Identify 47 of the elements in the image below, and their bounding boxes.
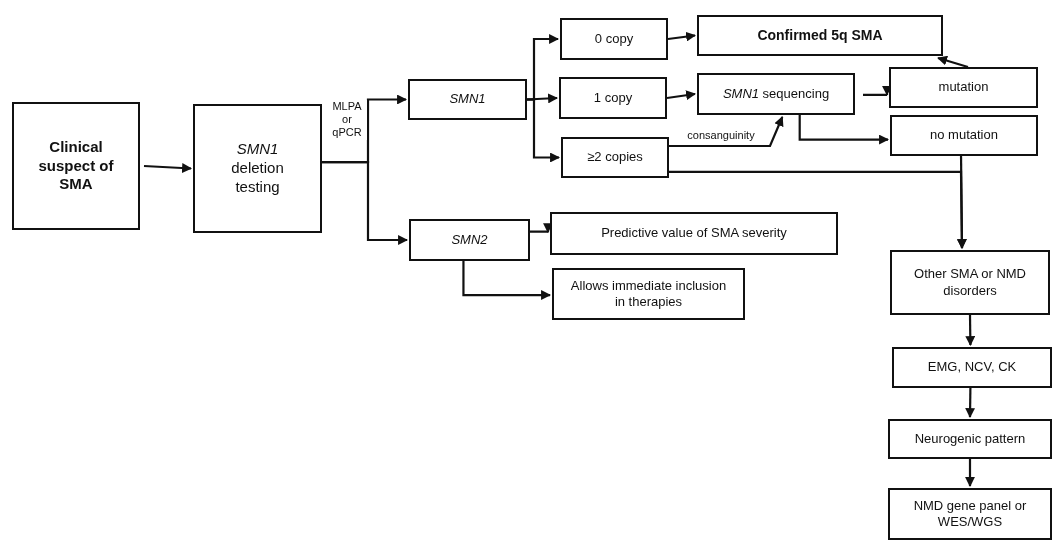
box-text: Confirmed 5q SMA xyxy=(757,26,883,45)
box-text: Clinical suspect of SMA xyxy=(37,137,115,195)
arrow xyxy=(667,31,696,42)
box-text: Other SMA or NMD disorders xyxy=(913,266,1027,299)
process-box xyxy=(550,212,838,255)
arrow xyxy=(937,55,969,69)
box-text: no mutation xyxy=(930,127,998,144)
process-box xyxy=(890,115,1038,156)
box-text: SMN1 sequencing xyxy=(722,85,830,103)
process-box xyxy=(552,268,745,320)
arrow xyxy=(462,261,551,300)
process-box xyxy=(408,79,527,120)
box-text: Predictive value of SMA severity xyxy=(601,225,787,242)
arrow xyxy=(669,116,784,148)
process-box xyxy=(12,102,140,230)
box-text: EMG, NCV, CK xyxy=(927,359,1017,376)
box-text: Allows immediate inclusion in therapies xyxy=(569,277,728,311)
process-box xyxy=(561,137,669,178)
box-text: 1 copy xyxy=(593,89,633,107)
box-text: SMN2 xyxy=(451,231,488,249)
arrow xyxy=(965,315,976,346)
arrow xyxy=(965,388,976,418)
box-text: Neurogenic pattern xyxy=(914,430,1026,448)
process-box xyxy=(889,67,1038,108)
arrow xyxy=(666,90,696,101)
arrow xyxy=(527,98,560,163)
box-text: 0 copy xyxy=(594,30,634,48)
process-box xyxy=(697,73,855,115)
process-box xyxy=(697,15,943,56)
process-box xyxy=(560,18,668,60)
box-text: NMD gene panel or WES/WGS xyxy=(912,497,1028,531)
process-box xyxy=(888,419,1052,459)
box-text: SMN1 xyxy=(449,91,486,108)
process-box xyxy=(559,77,667,119)
process-box xyxy=(193,104,322,233)
process-box xyxy=(890,250,1050,315)
arrow xyxy=(669,170,967,249)
process-box xyxy=(409,219,530,261)
arrow xyxy=(965,459,975,487)
box-text: mutation xyxy=(938,79,989,96)
process-box xyxy=(888,488,1052,540)
box-text: SMN1 deletion testing xyxy=(230,140,285,197)
process-box xyxy=(892,347,1052,388)
arrow xyxy=(798,115,889,145)
box-text: ≥2 copies xyxy=(587,149,643,166)
arrow xyxy=(143,163,192,173)
arrow xyxy=(322,160,408,245)
